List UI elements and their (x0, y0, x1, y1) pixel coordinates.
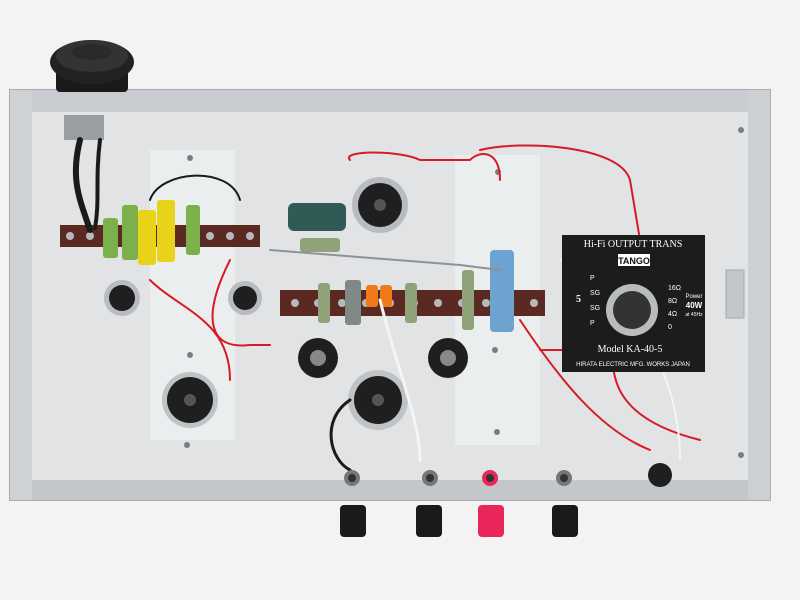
tube-socket-bottom-left (162, 372, 218, 428)
tap-right-3: 4Ω (668, 311, 677, 318)
potentiometer-left (298, 338, 338, 378)
output-transformer-plate: Hi-Fi OUTPUT TRANS TANGO 5 P SG SG P 16Ω… (562, 235, 705, 372)
tap-right-1: 16Ω (668, 285, 681, 292)
transformer-maker: HIRATA ELECTRIC MFG. WORKS JAPAN (576, 362, 690, 368)
power-line-2: 40W (686, 301, 703, 310)
volume-knob (50, 40, 134, 140)
tube-socket-bottom-center (348, 370, 408, 430)
tap-left-2: SG (590, 290, 600, 297)
tube-socket-small-left (104, 280, 140, 316)
tap-right-2: 8Ω (668, 298, 677, 305)
power-line-1: Power (685, 294, 702, 300)
potentiometer-right (428, 338, 468, 378)
tap-right-4: 0 (668, 324, 672, 331)
tube-socket-top-center (352, 177, 408, 233)
chassis-terminals (344, 463, 672, 487)
transformer-heading: Hi-Fi OUTPUT TRANS (584, 239, 683, 250)
tap-left-1: P (590, 275, 595, 282)
transformer-side-mark: 5 (576, 294, 581, 305)
transformer-brand: TANGO (618, 256, 650, 266)
power-line-3: at 45Hz (685, 312, 703, 318)
tap-left-4: P (590, 320, 595, 327)
tap-left-3: SG (590, 305, 600, 312)
speaker-binding-posts (340, 505, 578, 537)
tube-socket-small-center (228, 281, 262, 315)
transformer-model: Model KA-40-5 (598, 344, 663, 355)
left-capacitors (103, 200, 200, 265)
